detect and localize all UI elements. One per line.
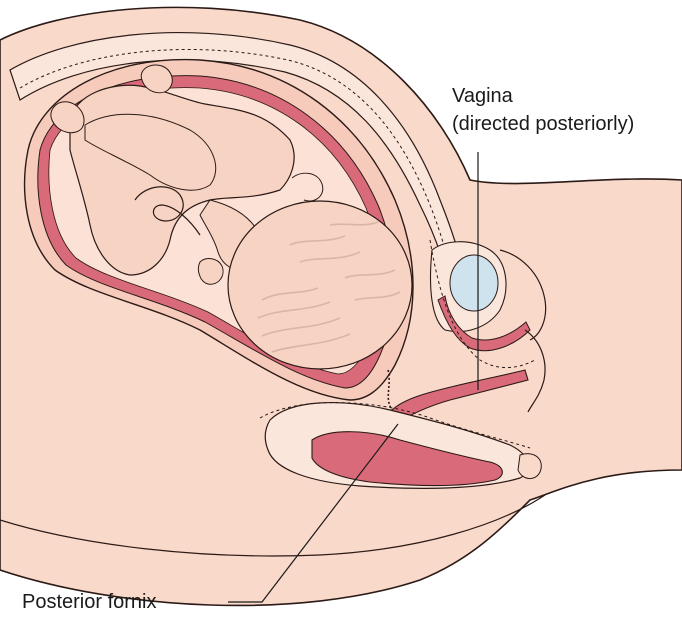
vagina-label-line1: Vagina — [452, 85, 513, 107]
posterior-fornix-leader-line — [228, 423, 399, 603]
urethra-mucosa — [437, 295, 531, 352]
perineum — [517, 453, 542, 479]
mons-pubis — [499, 249, 547, 341]
anterior-dashed-line — [429, 239, 536, 368]
buttock-contour — [0, 494, 546, 557]
labia — [524, 329, 546, 413]
vagina-label-line2: (directed posteriorly) — [452, 113, 635, 135]
fetus-foot-2 — [140, 64, 173, 94]
vaginal-mucosa — [391, 369, 529, 423]
fetus-hair — [257, 221, 401, 353]
fetus-ear — [291, 172, 324, 202]
rectum-lumen — [311, 431, 503, 487]
posterior-dashed-line — [259, 402, 531, 449]
cervical-canal — [387, 369, 393, 411]
fetus-foot — [50, 101, 85, 134]
fetus-hand — [197, 258, 224, 285]
posterior-fornix-label: Posterior fornix — [22, 591, 157, 613]
fetus-leg — [84, 113, 217, 191]
umbilical-cord — [134, 186, 201, 236]
fetus-head — [227, 200, 413, 370]
bladder-cavity — [449, 254, 499, 312]
